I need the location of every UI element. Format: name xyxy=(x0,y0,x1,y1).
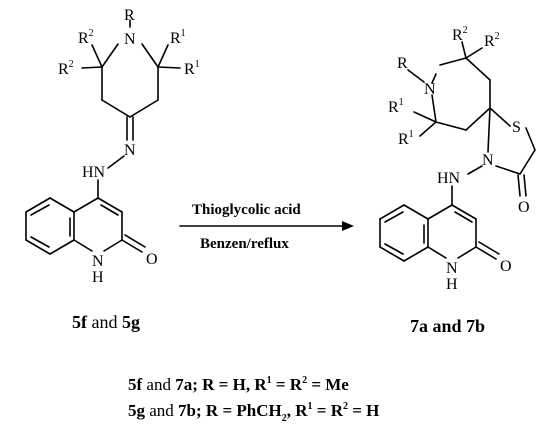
bond xyxy=(517,174,521,197)
reagent-label: Thioglycolic acid xyxy=(192,202,301,218)
bond xyxy=(379,246,405,262)
bond xyxy=(413,111,437,123)
bond xyxy=(384,243,404,255)
bond xyxy=(461,41,467,59)
atom-s: S xyxy=(512,119,521,136)
atom-r1: R1 xyxy=(170,28,186,47)
atom-r: R xyxy=(397,55,408,72)
bond xyxy=(457,246,477,259)
bond xyxy=(107,155,125,169)
bond xyxy=(519,149,536,175)
atom-n: N xyxy=(482,152,494,169)
bond xyxy=(403,204,429,220)
bond xyxy=(30,204,50,216)
bond xyxy=(103,239,123,252)
bond xyxy=(487,107,491,153)
bond xyxy=(467,165,483,175)
atom-o: O xyxy=(518,199,530,216)
bond xyxy=(403,246,429,262)
legend-line-2: 5g and 7b; R = PhCH2, R1 = R2 = H xyxy=(128,401,379,424)
bond xyxy=(30,236,50,248)
bond xyxy=(454,211,473,223)
product-label: 7a and 7b xyxy=(410,316,485,336)
atom-r: R xyxy=(124,7,135,24)
bond xyxy=(157,66,181,69)
arrowhead-icon xyxy=(342,221,354,231)
legend-line-1: 5f and 7a; R = H, R1 = R2 = Me xyxy=(128,375,349,394)
bond xyxy=(101,99,131,118)
bond xyxy=(465,107,491,131)
bond xyxy=(25,197,51,213)
bond xyxy=(91,44,103,68)
bond xyxy=(419,121,437,137)
atom-n: N xyxy=(124,142,136,159)
bond xyxy=(97,197,123,213)
atom-h: H xyxy=(92,269,104,286)
bond xyxy=(407,69,425,83)
bond xyxy=(124,234,146,248)
bond xyxy=(157,44,169,68)
bond xyxy=(431,94,437,123)
bond xyxy=(435,121,467,131)
atom-r1: R1 xyxy=(184,59,200,78)
bond xyxy=(475,246,497,260)
reaction-arrow: Thioglycolic acid Benzen/reflux xyxy=(179,202,354,252)
bond xyxy=(25,239,51,255)
bond xyxy=(49,239,75,255)
bond xyxy=(73,197,99,213)
reactant-structure: R N R2 R2 R1 R1 N HN N H O xyxy=(25,7,200,286)
bond xyxy=(489,107,511,127)
bond xyxy=(73,239,93,252)
atom-r2: R2 xyxy=(58,59,74,78)
bond xyxy=(495,165,521,175)
bond xyxy=(523,174,527,197)
bond xyxy=(478,241,500,255)
bond xyxy=(431,73,437,84)
atom-r2: R2 xyxy=(78,28,94,47)
bond xyxy=(101,43,119,68)
atom-n: N xyxy=(424,81,436,98)
bond xyxy=(100,204,119,216)
bond xyxy=(465,47,483,59)
bond xyxy=(129,99,159,118)
bond xyxy=(451,204,477,220)
atom-r2: R2 xyxy=(484,31,500,50)
bond xyxy=(49,197,75,213)
bond xyxy=(427,204,453,220)
bond xyxy=(379,204,405,220)
bond xyxy=(121,239,143,253)
reactant-label: 5f and 5g xyxy=(72,312,140,332)
atom-hn: HN xyxy=(437,170,461,187)
product-structure: R N R2 R2 R1 R1 S N HN O N H O xyxy=(379,25,536,293)
atom-h: H xyxy=(446,276,458,293)
atom-r2: R2 xyxy=(452,25,468,44)
atom-hn: HN xyxy=(82,164,106,181)
atom-n: N xyxy=(92,253,104,270)
bond xyxy=(439,57,467,66)
bond xyxy=(81,66,103,69)
bond xyxy=(384,211,404,223)
atom-r1: R1 xyxy=(398,129,414,148)
atom-o: O xyxy=(146,251,158,268)
atom-n: N xyxy=(446,260,458,277)
atom-n: N xyxy=(124,31,136,48)
bond xyxy=(525,127,536,151)
atom-o: O xyxy=(500,258,512,275)
bond xyxy=(465,57,491,81)
bond xyxy=(427,246,447,259)
bond xyxy=(141,43,159,68)
atom-r1: R1 xyxy=(388,97,404,116)
conditions-label: Benzen/reflux xyxy=(200,236,289,252)
